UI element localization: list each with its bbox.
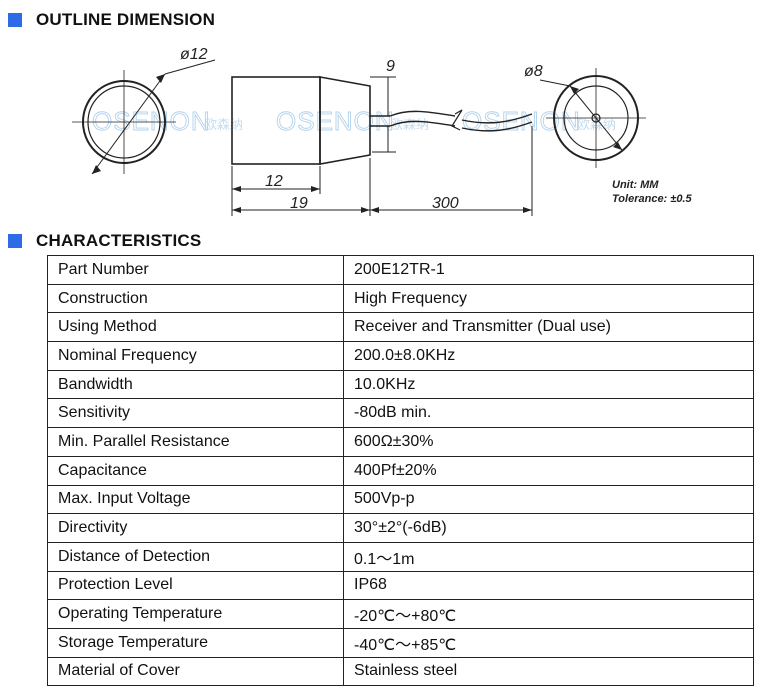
table-row: Storage Temperature-40℃～+85℃ — [47, 627, 754, 658]
dimension-arrows — [232, 186, 532, 213]
watermark-text-2: OSENON — [276, 106, 395, 136]
cable-diameter-dimension — [370, 76, 396, 153]
watermark-cn-3: 欧森纳 — [577, 118, 616, 133]
characteristics-header: CHARACTERISTICS — [8, 229, 201, 253]
param-cell: Min. Parallel Resistance — [47, 427, 344, 457]
side-view — [231, 76, 533, 165]
watermark-cn-2: 欧森纳 — [390, 118, 429, 133]
section-marker-icon — [8, 13, 22, 27]
value-cell: High Frequency — [343, 283, 754, 314]
body-length-label: 12 — [265, 173, 283, 190]
value-cell: 0.1～1m — [343, 541, 754, 572]
value-cell: -40℃～+85℃ — [343, 627, 754, 658]
param-cell: Distance of Detection — [47, 541, 344, 572]
value-cell: 30°±2°(-6dB) — [343, 513, 754, 543]
outline-dimension-title: OUTLINE DIMENSION — [36, 10, 216, 29]
value-cell: 400Pf±20% — [343, 455, 754, 486]
param-cell: Directivity — [47, 513, 344, 543]
param-cell: Construction — [47, 283, 344, 314]
param-cell: Material of Cover — [47, 656, 344, 687]
param-cell: Sensitivity — [47, 398, 344, 429]
cable-diameter-label: 9 — [386, 58, 395, 75]
tolerance-note: Tolerance: ±0.5 — [612, 193, 692, 205]
value-cell: 10.0KHz — [343, 369, 754, 400]
watermark: OSENON 欧森纳 OSENON 欧森纳 OSENON 欧森纳 — [92, 106, 616, 137]
param-cell: Operating Temperature — [47, 599, 344, 629]
param-cell: Using Method — [47, 312, 344, 343]
param-cell: Bandwidth — [47, 369, 344, 400]
total-length-label: 19 — [290, 195, 308, 212]
watermark-text-3: OSENON — [462, 106, 581, 136]
value-cell: 200.0±8.0KHz — [343, 341, 754, 371]
param-cell: Part Number — [47, 255, 344, 285]
value-cell: 200E12TR-1 — [343, 255, 754, 285]
characteristics-title: CHARACTERISTICS — [36, 231, 202, 250]
back-diameter-label: ø8 — [524, 63, 543, 80]
section-marker-icon — [8, 234, 22, 248]
length-dimensions — [231, 126, 533, 216]
unit-note: Unit: MM — [612, 179, 659, 191]
param-cell: Storage Temperature — [47, 627, 344, 658]
watermark-cn-1: 欧森纳 — [204, 118, 243, 133]
value-cell: -80dB min. — [343, 398, 754, 429]
value-cell: Stainless steel — [343, 656, 754, 687]
table-row: Sensitivity-80dB min. — [47, 398, 754, 429]
value-cell: IP68 — [343, 570, 754, 601]
param-cell: Max. Input Voltage — [47, 484, 344, 515]
watermark-text-1: OSENON — [92, 106, 211, 136]
outline-dimension-header: OUTLINE DIMENSION — [8, 8, 215, 32]
value-cell: 500Vp-p — [343, 484, 754, 515]
back-view — [539, 68, 646, 168]
front-view — [72, 59, 216, 175]
value-cell: -20℃～+80℃ — [343, 599, 754, 629]
param-cell: Capacitance — [47, 455, 344, 486]
value-cell: Receiver and Transmitter (Dual use) — [343, 312, 754, 343]
value-cell: 600Ω±30% — [343, 427, 754, 457]
cable-length-label: 300 — [432, 195, 459, 212]
param-cell: Protection Level — [47, 570, 344, 601]
param-cell: Nominal Frequency — [47, 341, 344, 371]
table-row: Operating Temperature-20℃～+80℃ — [47, 599, 754, 629]
outline-dimension-drawing: OSENON 欧森纳 OSENON 欧森纳 OSENON 欧森纳 ø12 9 — [72, 46, 692, 216]
front-diameter-label: ø12 — [180, 46, 208, 63]
